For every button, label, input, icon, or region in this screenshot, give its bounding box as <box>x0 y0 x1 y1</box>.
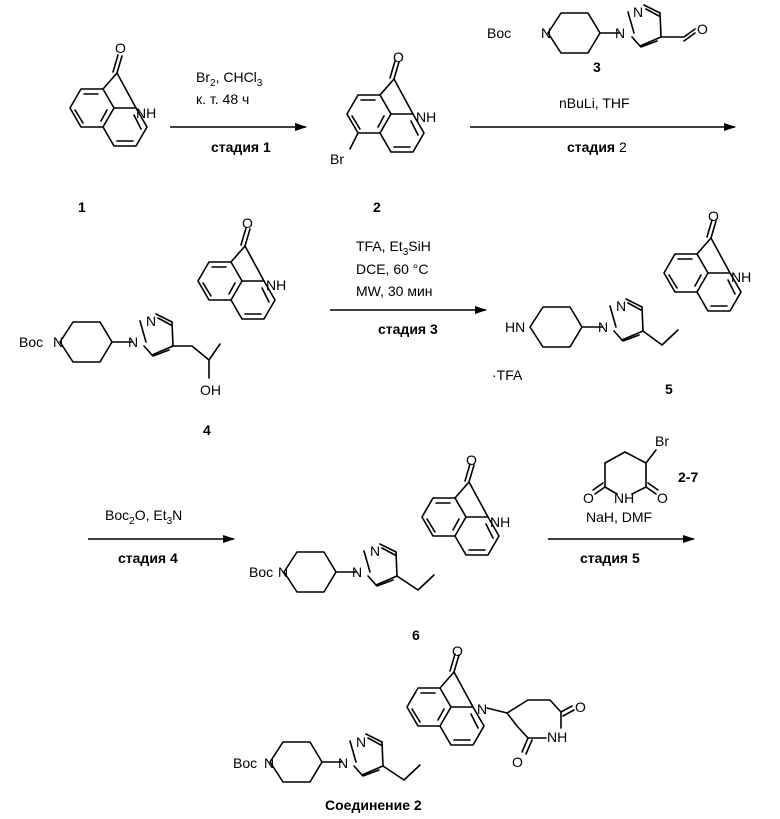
compound-2-7-o-right: O <box>657 490 668 506</box>
compound-4-boc: Boc <box>19 334 43 350</box>
compound-5-label: 5 <box>665 381 673 397</box>
compound-2-7-structure <box>593 450 658 494</box>
final-compound-o-left: O <box>512 754 523 770</box>
step5-label: стадия 5 <box>580 550 640 566</box>
compound-2-structure <box>347 61 424 152</box>
compound-6-nh: NH <box>490 514 510 530</box>
compound-4-label: 4 <box>203 422 211 438</box>
compound-5-n2: N <box>616 298 626 314</box>
compound-3-boc: Boc <box>487 25 511 41</box>
step2-reagents: nBuLi, THF <box>559 95 630 111</box>
compound-1-label: 1 <box>78 199 86 215</box>
compound-4-n2: N <box>146 313 156 329</box>
compound-3-o: O <box>697 21 708 37</box>
final-compound-o-lactam: O <box>452 643 463 659</box>
compound-2-7-label: 2-7 <box>678 469 698 485</box>
step3-conditions-time: MW, 30 мин <box>356 283 433 299</box>
compound-3-n1: N <box>615 25 625 41</box>
compound-5-hn: HN <box>505 319 525 335</box>
step3-reagents: TFA, Et3SiH <box>356 238 431 258</box>
step1-reagents: Br2, CHCl3 <box>196 69 263 89</box>
compound-5-n1: N <box>598 319 608 335</box>
compound-5-tfa: ·TFA <box>492 367 523 383</box>
compound-6-n-pip: N <box>278 564 288 580</box>
step5-reagents: NaH, DMF <box>586 509 652 525</box>
compound-2-7-nh: NH <box>614 490 634 506</box>
final-compound-label: Соединение 2 <box>325 797 422 813</box>
compound-5-structure <box>530 220 741 347</box>
compound-6-n1: N <box>352 564 362 580</box>
compound-6-oxygen: O <box>466 452 477 468</box>
step4-label: стадия 4 <box>118 550 178 566</box>
compound-6-boc: Boc <box>249 564 273 580</box>
final-compound-structure <box>270 654 574 782</box>
step2-label: стадия 2 <box>567 139 627 155</box>
compound-2-label: 2 <box>373 199 381 215</box>
compound-6-structure <box>284 464 499 592</box>
compound-1-structure <box>70 55 147 146</box>
final-compound-o-right: O <box>575 699 586 715</box>
final-compound-nh: NH <box>547 729 567 745</box>
compound-2-7-br: Br <box>655 433 669 449</box>
step3-label: стадия 3 <box>378 321 438 337</box>
compound-4-nh: NH <box>266 277 286 293</box>
final-compound-n-lactam: N <box>477 701 487 717</box>
compound-2-7-o-left: O <box>583 490 594 506</box>
compound-3-n2: N <box>633 4 643 20</box>
final-compound-n2: N <box>356 734 366 750</box>
compound-1-nh: NH <box>136 105 156 121</box>
compound-6-n2: N <box>370 543 380 559</box>
step1-conditions: к. т. 48 ч <box>196 91 249 107</box>
compound-5-nh: NH <box>731 269 751 285</box>
compound-4-oxygen: O <box>242 215 253 231</box>
compound-4-structure <box>60 228 275 378</box>
final-compound-n1: N <box>338 755 348 771</box>
compound-3-label: 3 <box>593 59 601 75</box>
compound-2-nh: NH <box>416 109 436 125</box>
compound-6-label: 6 <box>412 627 420 643</box>
compound-4-n-pip: N <box>53 334 63 350</box>
compound-4-oh: OH <box>200 382 221 398</box>
compound-1-oxygen: O <box>115 40 126 56</box>
step4-reagents: Boc2O, Et3N <box>105 507 182 527</box>
final-compound-boc: Boc <box>233 755 257 771</box>
step1-label: стадия 1 <box>211 139 271 155</box>
compound-3-n-pip: N <box>541 25 551 41</box>
compound-2-oxygen: O <box>393 49 404 65</box>
step3-conditions-temp: DCE, 60 °C <box>356 261 429 277</box>
compound-5-oxygen: O <box>708 208 719 224</box>
compound-2-br: Br <box>330 151 344 167</box>
final-compound-n-pip: N <box>264 755 274 771</box>
compound-4-n1: N <box>128 334 138 350</box>
